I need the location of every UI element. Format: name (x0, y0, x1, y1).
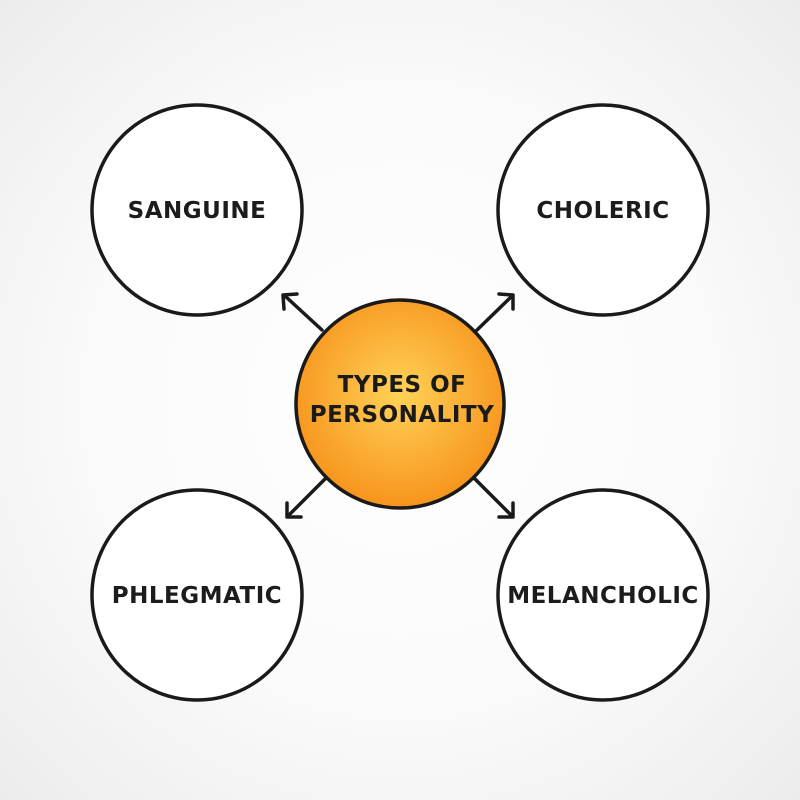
node-phlegmatic-label: PHLEGMATIC (112, 583, 282, 609)
arrow-to-choleric (475, 292, 515, 332)
node-melancholic-circle (496, 488, 710, 702)
arrow-to-melancholic (472, 476, 515, 519)
node-sanguine: SANGUINE (90, 103, 304, 317)
node-phlegmatic: PHLEGMATIC (90, 488, 304, 702)
node-melancholic-label: MELANCHOLIC (507, 583, 699, 609)
center-circle (294, 298, 506, 510)
node-choleric-label: CHOLERIC (536, 198, 669, 224)
node-phlegmatic-circle (90, 488, 304, 702)
arrow-to-sanguine (281, 292, 324, 332)
node-sanguine-circle (90, 103, 304, 317)
node-melancholic: MELANCHOLIC (496, 488, 710, 702)
center-node: TYPES OF PERSONALITY (294, 298, 506, 510)
node-sanguine-label: SANGUINE (128, 198, 267, 224)
center-title-line2: PERSONALITY (310, 402, 495, 428)
arrow-to-phlegmatic (285, 476, 328, 519)
node-choleric: CHOLERIC (496, 103, 710, 317)
center-title-line1: TYPES OF (338, 372, 467, 398)
node-choleric-circle (496, 103, 710, 317)
